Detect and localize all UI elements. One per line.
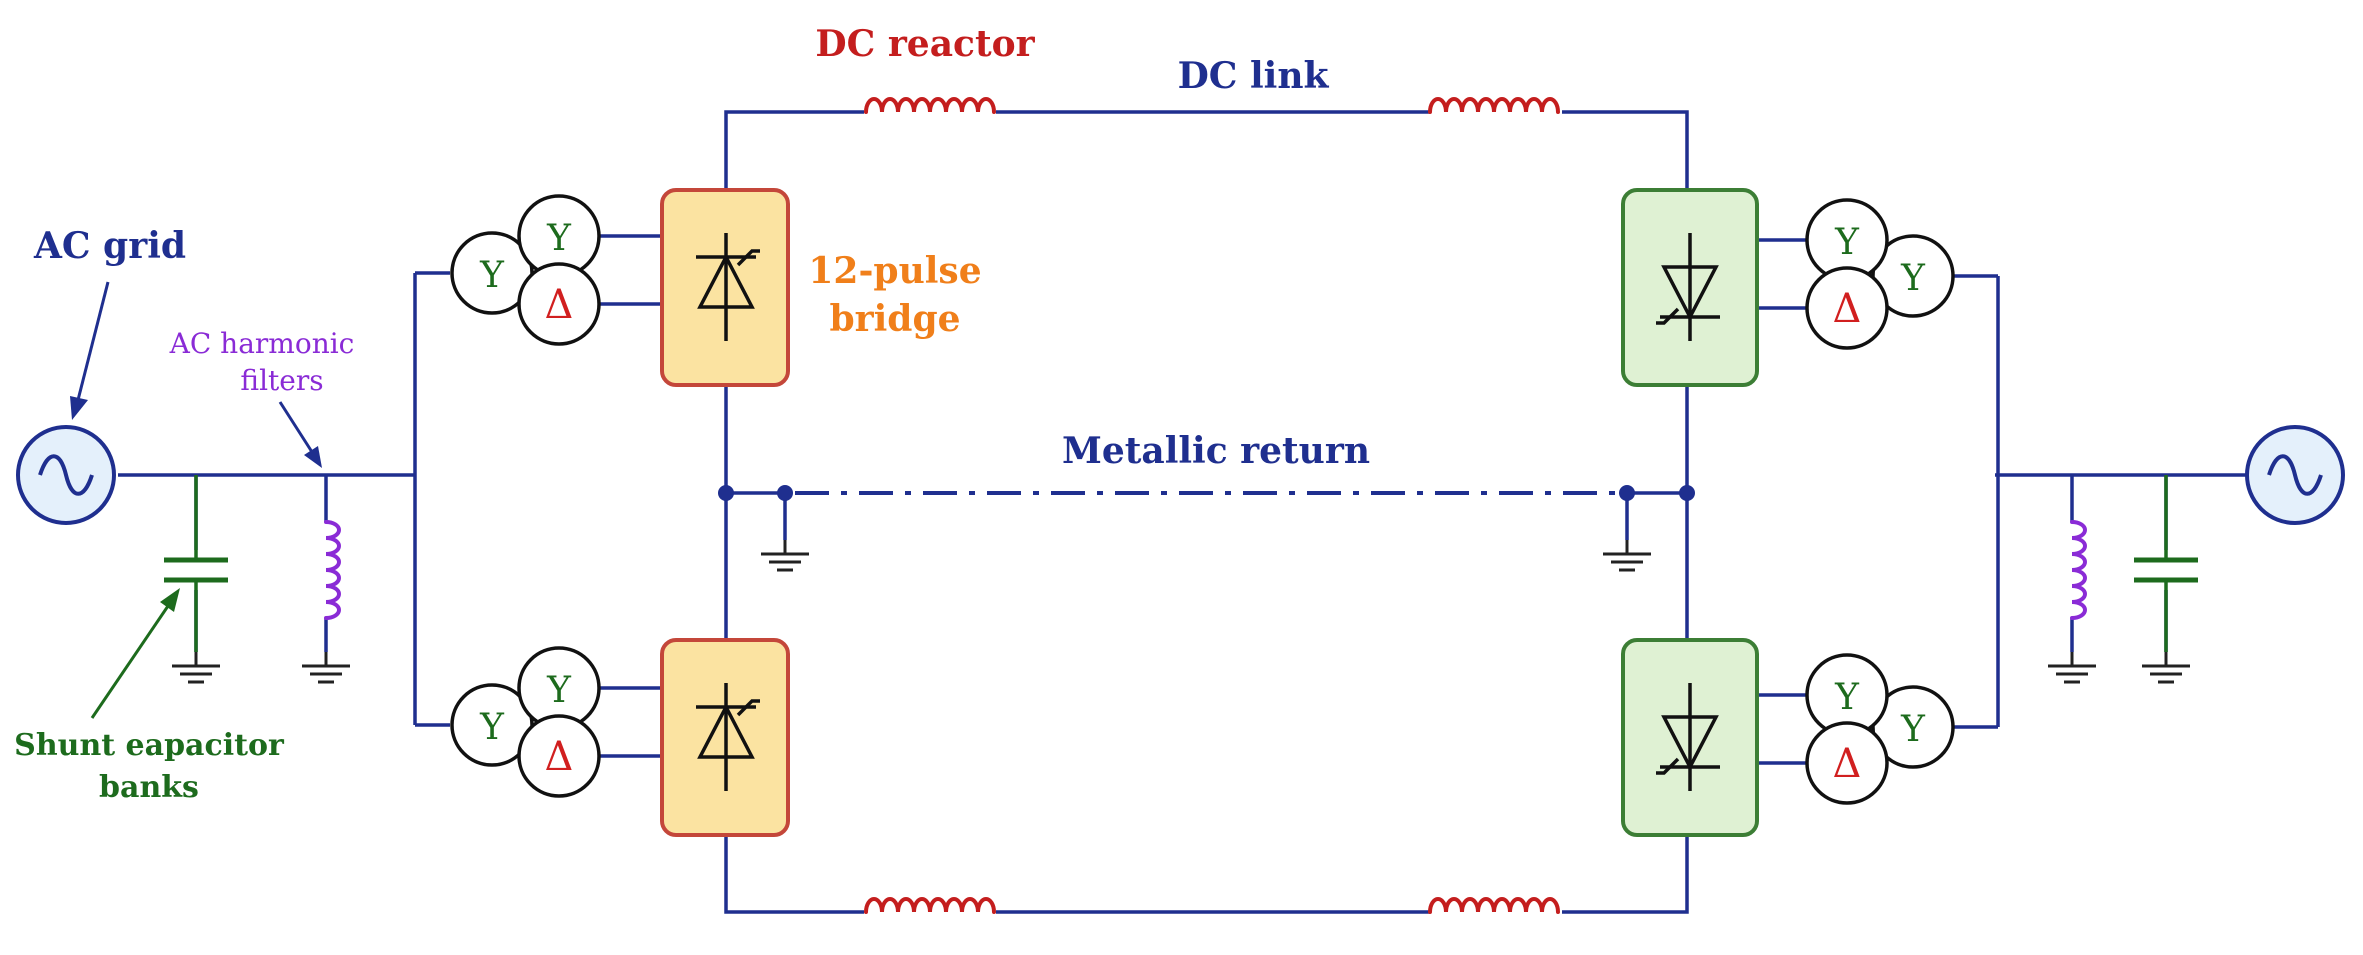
wiring: [118, 110, 2247, 914]
ac-source-right: [2245, 425, 2345, 525]
wye-symbol: Y: [1900, 258, 1926, 299]
ground-symbol: [759, 538, 811, 572]
inverter-bridge-bottom: [1621, 638, 1759, 837]
ground-symbol: [170, 650, 222, 684]
shunt-capacitor-right: [2134, 475, 2198, 652]
dc-reactor-top-left: [864, 97, 996, 114]
transformer-left-bottom: Y Y Δ: [450, 646, 601, 798]
bridge-label: bridge: [829, 298, 960, 340]
dc-reactor-top-right: [1428, 97, 1560, 114]
wye-symbol: Y: [479, 255, 505, 296]
transformer-right-top: Y Y Δ: [1805, 198, 1955, 350]
transformer-left-top: Y Y Δ: [450, 194, 601, 346]
wye-symbol: Y: [546, 670, 572, 711]
ac-filters-arrow: [278, 401, 322, 468]
ac-filter-inductor-right: [2070, 520, 2087, 620]
wye-symbol: Y: [1834, 222, 1860, 263]
shunt-capacitor-arrow: [90, 588, 180, 719]
rectifier-bridge-bottom: [660, 638, 790, 837]
shunt-capacitor-left: [164, 475, 228, 652]
dc-reactor-bottom-right: [1428, 897, 1560, 914]
inverter-bridge-top: [1621, 188, 1759, 387]
rectifier-bridge-top: [660, 188, 790, 387]
bridge-label: 12-pulse: [808, 250, 981, 292]
ac-filters-label: filters: [240, 364, 323, 397]
ac-source-left: [16, 425, 116, 525]
ac-filters-label: AC harmonic: [169, 327, 355, 360]
wye-symbol: Y: [1834, 677, 1860, 718]
delta-symbol: Δ: [1833, 741, 1862, 787]
ac-grid-arrow: [70, 281, 110, 420]
ac-grid-label: AC grid: [33, 225, 186, 267]
delta-symbol: Δ: [545, 734, 574, 780]
shunt-capacitor-label: Shunt eapacitor: [14, 728, 285, 763]
wye-symbol: Y: [479, 707, 505, 748]
shunt-capacitor-label: banks: [99, 770, 199, 805]
delta-symbol: Δ: [545, 282, 574, 328]
ground-symbol: [1601, 538, 1653, 572]
delta-symbol: Δ: [1833, 286, 1862, 332]
ground-symbol: [300, 650, 352, 684]
dc-link-label: DC link: [1178, 55, 1330, 97]
transformer-right-bottom: Y Y Δ: [1805, 653, 1955, 805]
wye-symbol: Y: [546, 218, 572, 259]
metallic-return-label: Metallic return: [1062, 430, 1370, 472]
dc-reactor-label: DC reactor: [815, 23, 1035, 65]
dc-reactor-bottom-left: [864, 897, 996, 914]
ground-symbol: [2140, 650, 2192, 684]
ground-symbol: [2046, 650, 2098, 684]
ac-filter-inductor-left: [324, 520, 341, 620]
wye-symbol: Y: [1900, 709, 1926, 750]
